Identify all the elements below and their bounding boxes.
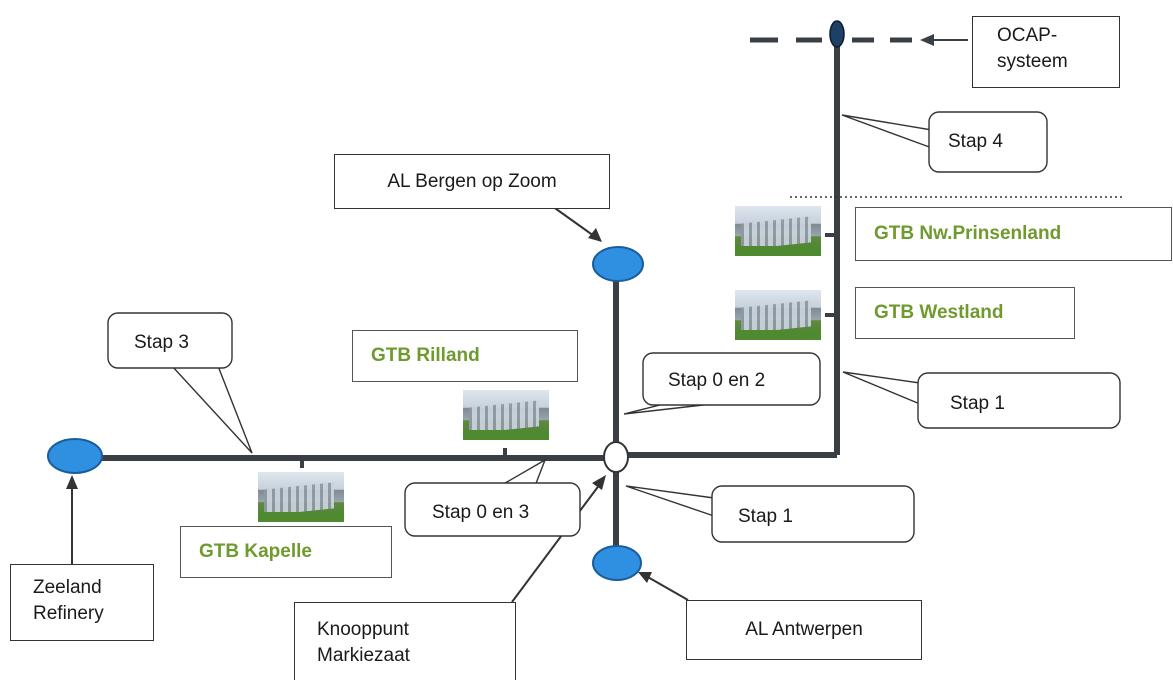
arrow-knooppunt — [511, 475, 606, 603]
callout-stap0en3: Stap 0 en 3 — [404, 458, 581, 537]
knooppunt-line2: Markiezaat — [317, 645, 410, 666]
callout-stap0en2-text: Stap 0 en 2 — [668, 370, 765, 391]
zeeland-line2: Refinery — [33, 603, 104, 624]
site-label-westland: GTB Westland — [855, 287, 1075, 339]
ocap-system-box: OCAP- systeem — [972, 16, 1120, 88]
ocap-arrow — [920, 34, 968, 46]
antwerpen-label: AL Antwerpen — [745, 619, 863, 640]
node-antwerpen — [592, 545, 642, 581]
callout-stap1-bottom: Stap 1 — [625, 485, 915, 543]
site-label-rilland: GTB Rilland — [352, 330, 578, 382]
greenhouse-photo-kapelle — [258, 472, 344, 522]
ocap-line2: systeem — [997, 51, 1068, 72]
greenhouse-photo-westland — [735, 290, 821, 340]
zeeland-line1: Zeeland — [33, 577, 102, 598]
greenhouse-photo-rilland — [463, 390, 549, 440]
node-ocap — [829, 20, 845, 48]
zeeland-refinery-box: Zeeland Refinery — [10, 564, 154, 641]
callout-stap4-text: Stap 4 — [948, 131, 1003, 152]
node-knooppunt-markiezaat — [603, 441, 629, 473]
greenhouse-photo-nw-prinsenland — [735, 206, 821, 256]
callout-stap3: Stap 3 — [107, 312, 253, 454]
ocap-line1: OCAP- — [997, 25, 1058, 46]
arrow-zeeland — [66, 475, 78, 565]
site-kapelle-text: GTB Kapelle — [199, 541, 312, 562]
callout-stap0en2: Stap 0 en 2 — [623, 352, 821, 415]
site-westland-text: GTB Westland — [874, 302, 1004, 323]
callout-stap4: Stap 4 — [841, 111, 1048, 173]
callout-stap0en3-text: Stap 0 en 3 — [432, 502, 529, 523]
knooppunt-markiezaat-box: Knooppunt Markiezaat — [294, 602, 516, 680]
site-label-nw-prinsenland: GTB Nw.Prinsenland — [855, 207, 1172, 261]
callout-stap3-text: Stap 3 — [134, 332, 189, 353]
callout-stap1-bottom-text: Stap 1 — [738, 506, 793, 527]
node-zeeland — [47, 438, 103, 474]
site-rilland-text: GTB Rilland — [371, 345, 480, 366]
callout-stap1-right-text: Stap 1 — [950, 393, 1005, 414]
antwerpen-box: AL Antwerpen — [686, 600, 922, 660]
knooppunt-line1: Knooppunt — [317, 619, 409, 640]
bergen-op-zoom-label: AL Bergen op Zoom — [387, 170, 557, 192]
node-bergen-op-zoom — [592, 246, 644, 282]
site-label-kapelle: GTB Kapelle — [180, 526, 392, 578]
site-nw-prinsenland-text: GTB Nw.Prinsenland — [874, 223, 1062, 244]
callout-stap1-right: Stap 1 — [842, 371, 1121, 429]
bergen-op-zoom-box: AL Bergen op Zoom — [334, 154, 610, 209]
arrow-antwerpen — [638, 572, 689, 601]
